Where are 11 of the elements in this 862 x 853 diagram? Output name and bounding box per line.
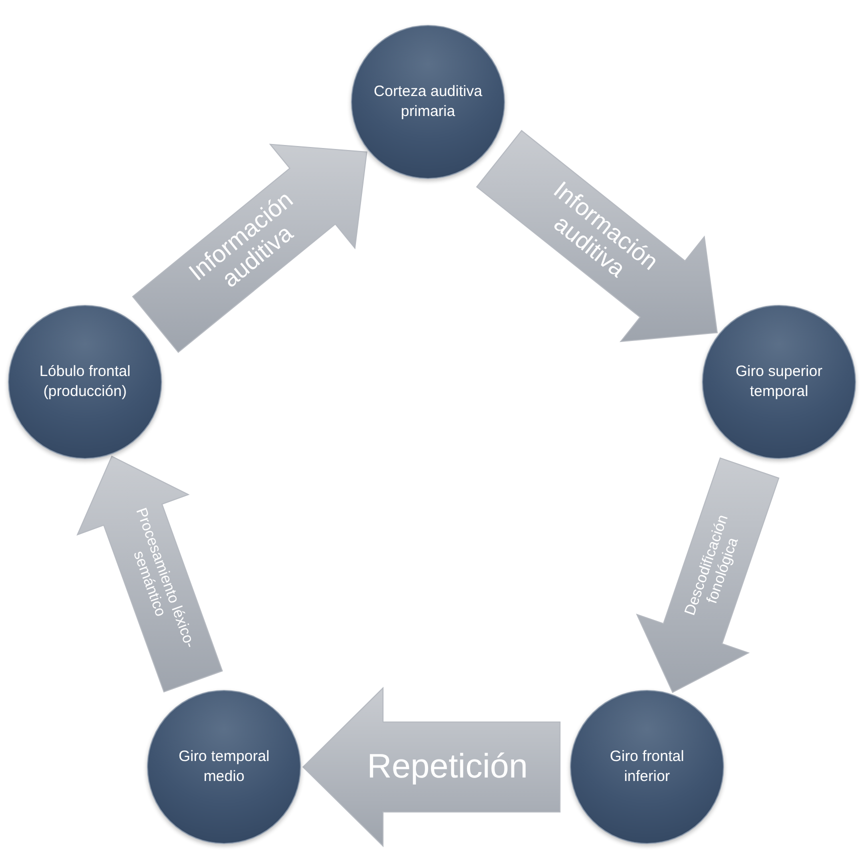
edge-label: Repetición xyxy=(366,748,529,786)
node-label: Giro superior temporal xyxy=(734,362,824,402)
node-label: Giro frontal inferior xyxy=(608,746,686,787)
block-arrow xyxy=(76,456,223,693)
node-label: Giro temporal medio xyxy=(178,746,270,787)
block-arrow xyxy=(636,457,780,693)
block-arrow xyxy=(476,130,718,342)
block-arrow xyxy=(132,144,368,353)
block-arrow xyxy=(302,686,560,848)
node-label: Corteza auditiva primaria xyxy=(372,82,484,122)
node-label: Lóbulo frontal (producción) xyxy=(38,362,132,402)
